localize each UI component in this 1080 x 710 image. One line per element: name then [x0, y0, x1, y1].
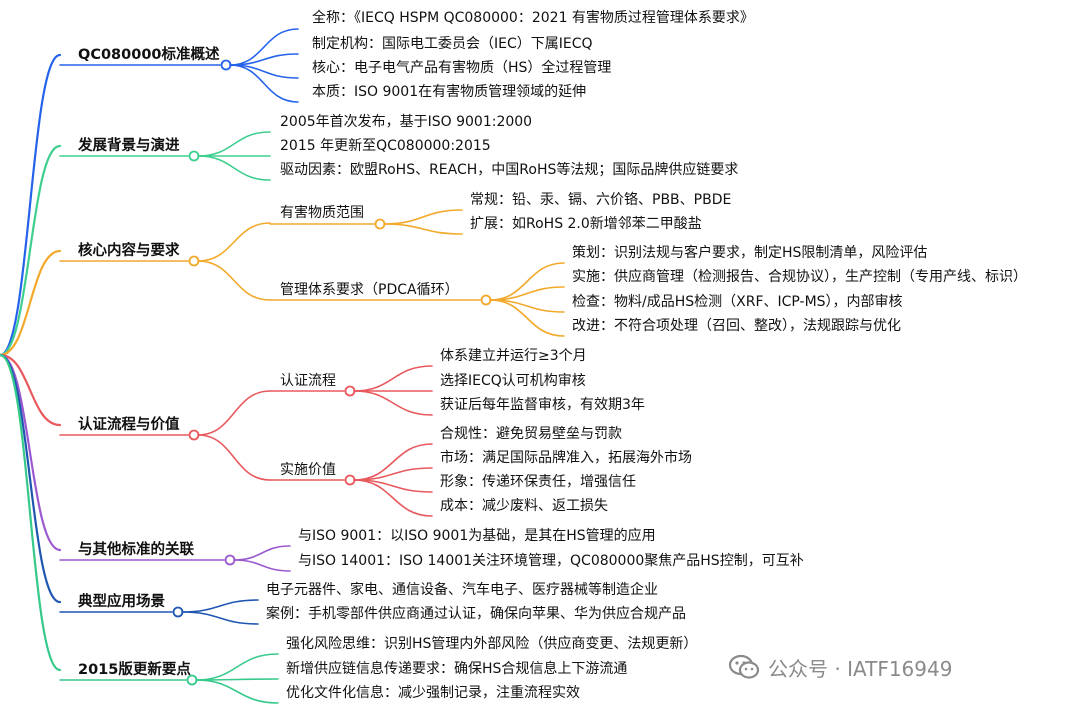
root-connector-overview	[0, 53, 62, 357]
leaf-connector-overview-1	[229, 28, 299, 66]
root-connector-core	[0, 249, 62, 357]
pdca-node: 管理体系要求（PDCA循环）	[280, 282, 459, 298]
leaf-connector-application-2	[181, 611, 259, 625]
core-to-scope	[197, 222, 271, 262]
hs-scope-item-2: 扩展：如RoHS 2.0新增邻苯二甲酸盐	[470, 216, 702, 232]
pdca-knob	[480, 294, 492, 306]
branch-knob-core	[188, 255, 200, 267]
leaf-connector-update-3	[195, 679, 279, 704]
pdca-item-act: 改进：不符合项处理（召回、整改），法规跟踪与优化	[572, 318, 901, 334]
pdca-item-plan: 策划：识别法规与客户要求，制定HS限制清单，风险评估	[572, 245, 928, 261]
leaf-connector-relation-1	[233, 545, 291, 561]
cert-process-item-2: 选择IECQ认可机构审核	[440, 373, 586, 389]
scope-leaf-2	[383, 223, 463, 235]
cert-process-node: 认证流程	[280, 373, 336, 389]
branch-background: 发展背景与演进	[78, 138, 180, 154]
value-knob	[344, 474, 356, 486]
process-leaf-1	[353, 365, 433, 392]
scope-leaf-1	[383, 209, 463, 225]
value-leaf-1	[353, 443, 433, 481]
overview-item-4: 本质：ISO 9001在有害物质管理领域的延伸	[312, 84, 587, 100]
overview-item-3: 核心：电子电气产品有害物质（HS）全过程管理	[312, 60, 612, 76]
cert-value-item-1: 合规性：避免贸易壁垒与罚款	[440, 426, 622, 442]
branch-applications: 典型应用场景	[78, 594, 165, 610]
cert-to-process	[197, 390, 271, 436]
update-item-1: 强化风险思维：识别HS管理内外部风险（供应商变更、法规更新）	[286, 636, 698, 652]
branch-knob-relation	[224, 554, 236, 566]
hs-scope-node: 有害物质范围	[280, 205, 364, 221]
hs-scope-item-1: 常规：铅、汞、镉、六价铬、PBB、PBDE	[470, 192, 732, 208]
application-item-2: 案例：手机零部件供应商通过认证，确保向苹果、华为供应合规产品	[266, 606, 686, 622]
relation-item-iso14001: 与ISO 14001：ISO 14001关注环境管理，QC080000聚焦产品H…	[298, 553, 804, 569]
branch-knob-application	[172, 606, 184, 618]
value-leaf-4	[353, 479, 433, 517]
branch-relations: 与其他标准的关联	[78, 542, 194, 558]
cert-value-item-2: 市场：满足国际品牌准入，拓展海外市场	[440, 450, 692, 466]
pdca-leaf-4	[489, 299, 565, 337]
cert-value-node: 实施价值	[280, 462, 336, 478]
leaf-connector-background-1	[197, 131, 271, 157]
overview-item-1: 全称：《IECQ HSPM QC080000：2021 有害物质过程管理体系要求…	[312, 10, 754, 26]
pdca-item-check: 检查：物料/成品HS检测（XRF、ICP-MS），内部审核	[572, 294, 903, 310]
root-connector-cert	[0, 353, 62, 427]
leaf-connector-relation-2	[233, 559, 291, 572]
overview-item-2: 制定机构：国际电工委员会（IEC）下属IECQ	[312, 36, 593, 52]
process-knob	[344, 385, 356, 397]
cert-process-item-1: 体系建立并运行≥3个月	[440, 348, 587, 364]
background-item-3: 驱动因素：欧盟RoHS、REACH，中国RoHS等法规；国际品牌供应链要求	[280, 162, 739, 178]
leaf-connector-update-1	[195, 653, 279, 681]
core-to-pdca	[197, 260, 271, 301]
background-item-1: 2005年首次发布，基于ISO 9001:2000	[280, 114, 533, 130]
pdca-item-do: 实施：供应商管理（检测报告、合规协议），生产控制（专用产线、标识）	[572, 269, 1027, 285]
background-item-2: 2015 年更新至QC080000:2015	[280, 138, 491, 154]
branch-certification: 认证流程与价值	[78, 417, 180, 433]
relation-item-iso9001: 与ISO 9001：以ISO 9001为基础，是其在HS管理的应用	[298, 528, 656, 544]
update-item-2: 新增供应链信息传递要求：确保HS合规信息上下游流通	[286, 661, 628, 677]
application-item-1: 电子元器件、家电、通信设备、汽车电子、医疗器械等制造企业	[266, 582, 658, 598]
cert-value-item-3: 形象：传递环保责任，增强信任	[440, 474, 636, 490]
cert-to-value	[197, 434, 271, 481]
branch-knob-background	[188, 150, 200, 162]
root-connector-update	[0, 353, 62, 672]
leaf-connector-background-3	[197, 155, 271, 181]
branch-knob-cert	[188, 429, 200, 441]
leaf-connector-overview-4	[229, 64, 299, 103]
branch-knob-overview	[220, 59, 232, 71]
branch-2015-updates: 2015版更新要点	[78, 662, 191, 678]
branch-core-requirements: 核心内容与要求	[78, 243, 180, 259]
wechat-official-account-icon	[728, 654, 760, 679]
scope-knob	[374, 218, 386, 230]
process-leaf-3	[353, 390, 433, 416]
root-connector-background	[0, 144, 62, 357]
watermark: 公众号 · IATF16949	[728, 652, 952, 682]
branch-overview: QC080000标准概述	[78, 47, 220, 63]
leaf-connector-application-1	[181, 599, 259, 613]
watermark-text: 公众号 · IATF16949	[768, 656, 953, 681]
cert-value-item-4: 成本：减少废料、返工损失	[440, 498, 608, 514]
pdca-leaf-1	[489, 262, 565, 301]
update-item-3: 优化文件化信息：减少强制记录，注重流程实效	[286, 685, 580, 701]
cert-process-item-3: 获证后每年监督审核，有效期3年	[440, 397, 645, 413]
